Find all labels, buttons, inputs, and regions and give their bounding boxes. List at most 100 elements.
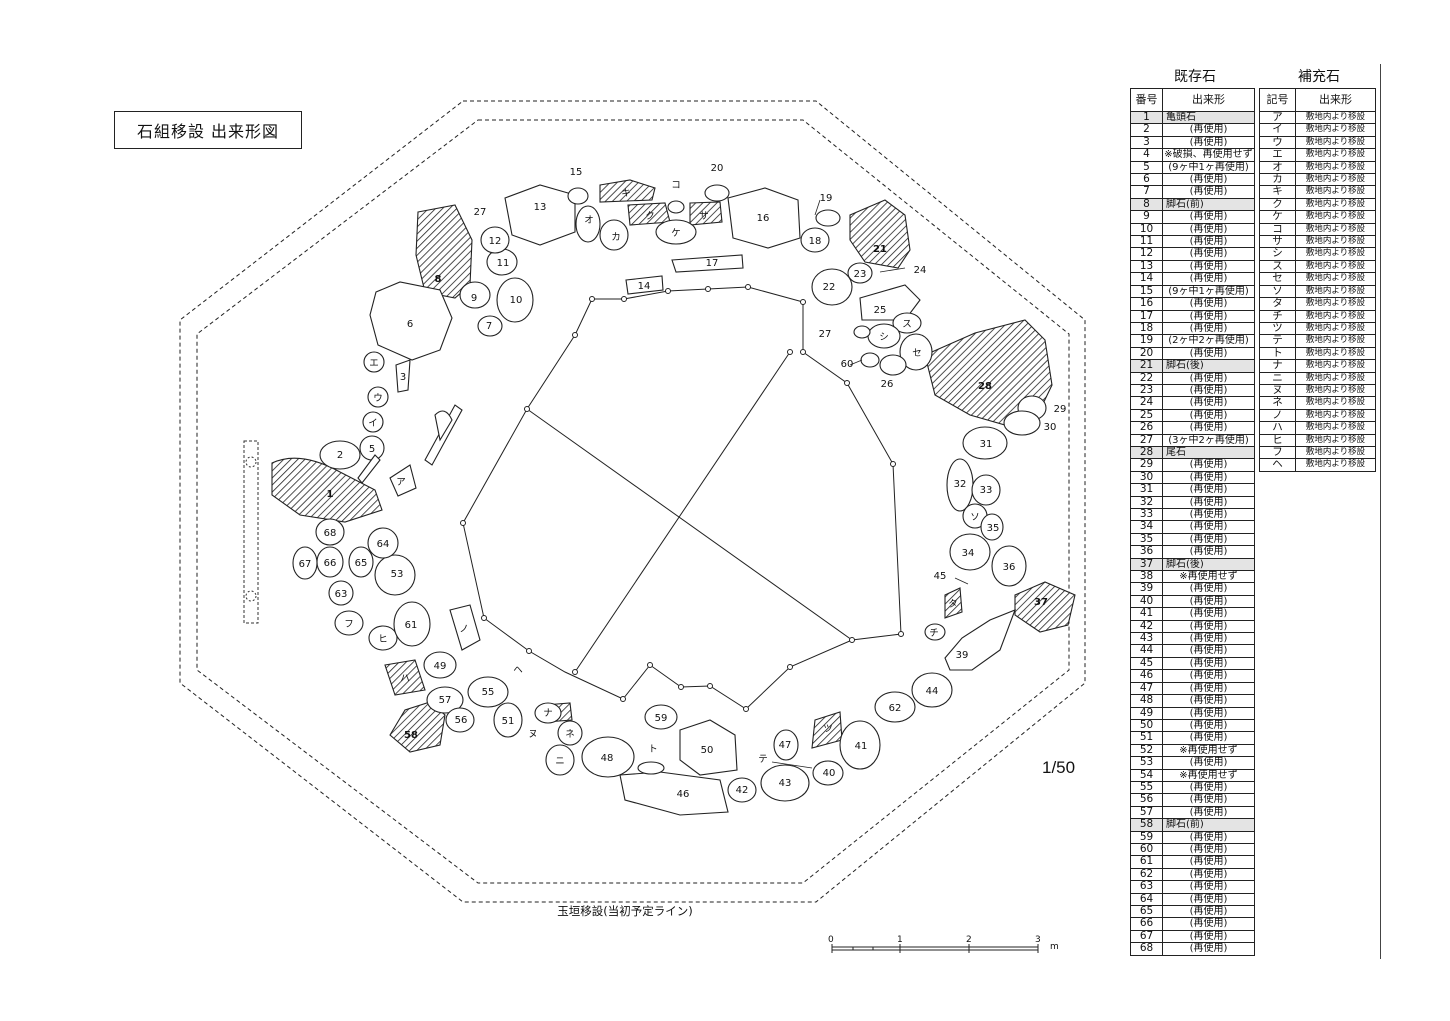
stone-60 <box>860 352 880 368</box>
label-9: 9 <box>471 293 477 304</box>
stone-status: 敷地内より移設 <box>1295 396 1376 410</box>
table-row: セ敷地内より移設 <box>1259 272 1376 286</box>
stone-status: (再使用) <box>1162 904 1255 919</box>
stone-number: 68 <box>1130 942 1163 956</box>
stone-no <box>449 604 481 651</box>
table-row: 16(再使用) <box>1130 297 1255 311</box>
stone-number: 61 <box>1130 855 1163 869</box>
table-row: 52※再使用せず <box>1130 743 1255 758</box>
table-row: 19(2ヶ中2ヶ再使用) <box>1130 334 1255 348</box>
label-13: 13 <box>534 202 547 213</box>
table-row: ス敷地内より移設 <box>1259 259 1376 274</box>
label-16: 16 <box>757 213 770 224</box>
label-50: 50 <box>701 745 714 756</box>
label-46: 46 <box>677 789 690 800</box>
stone-number: 29 <box>1130 458 1163 472</box>
stone-48 <box>581 736 635 778</box>
label-36: 36 <box>1003 562 1016 573</box>
stone-number: 43 <box>1130 632 1163 646</box>
table-row: 35(再使用) <box>1130 532 1255 547</box>
table-row: 26(再使用) <box>1130 421 1255 435</box>
label-32: 32 <box>954 479 967 490</box>
stone-status: (再使用) <box>1162 222 1255 237</box>
stone-number: 25 <box>1130 408 1163 423</box>
stone-67 <box>292 546 318 580</box>
table-row: タ敷地内より移設 <box>1259 297 1376 311</box>
label-2: 2 <box>337 450 343 461</box>
stone-ka <box>599 219 629 251</box>
stone-number: 16 <box>1130 297 1163 311</box>
stone-14 <box>625 275 664 295</box>
stone-status: (再使用) <box>1162 123 1255 137</box>
stone-status: (3ヶ中2ヶ再使用) <box>1162 433 1255 447</box>
label-48: 48 <box>601 753 614 764</box>
stone-12 <box>480 226 510 254</box>
hatched-stones <box>271 179 1076 753</box>
label-fu: フ <box>344 619 354 630</box>
label-39: 39 <box>956 650 969 661</box>
stone-symbol: セ <box>1259 272 1296 286</box>
stone-ni <box>545 744 575 776</box>
stone-status: 敷地内より移設 <box>1295 123 1376 137</box>
label-shi: シ <box>879 332 889 343</box>
label-61: 61 <box>405 620 418 631</box>
table-row: ク敷地内より移設 <box>1259 197 1376 212</box>
stone-4 <box>434 410 453 442</box>
stone-status: (再使用) <box>1162 582 1255 596</box>
label-19: 19 <box>820 193 833 204</box>
label-a: ア <box>396 477 406 488</box>
scale-unit: m <box>1050 942 1059 952</box>
label-te: テ <box>758 754 768 765</box>
stone-status: (再使用) <box>1162 681 1255 696</box>
stone-status: (再使用) <box>1162 731 1255 745</box>
stone-number: 4 <box>1130 148 1163 162</box>
stone-symbol: ナ <box>1259 359 1296 373</box>
label-57: 57 <box>439 695 452 706</box>
stone-53 <box>374 554 416 596</box>
stone-status: 敷地内より移設 <box>1295 148 1376 162</box>
stone-status: (再使用) <box>1162 532 1255 547</box>
label-ku: ク <box>645 211 655 222</box>
stone-number: 11 <box>1130 235 1163 249</box>
label-10: 10 <box>510 295 523 306</box>
table-row: 2(再使用) <box>1130 123 1255 137</box>
stone-6 <box>369 281 453 361</box>
stone-symbol: エ <box>1259 148 1296 162</box>
stone-status: (再使用) <box>1162 855 1255 869</box>
stone-status: 敷地内より移設 <box>1295 210 1376 224</box>
perimeter-caption: 玉垣移設(当初予定ライン) <box>557 904 693 918</box>
scale-ratio: 1/50 <box>1042 758 1076 777</box>
stone-status: (再使用) <box>1162 321 1255 336</box>
stone-bar-small <box>357 454 381 484</box>
label-e: エ <box>369 358 379 369</box>
scale-tick-1: 1 <box>897 935 903 945</box>
stone-e <box>363 351 385 373</box>
stone-status: (再使用) <box>1162 396 1255 410</box>
label-55: 55 <box>482 687 495 698</box>
stone-symbol: テ <box>1259 334 1296 348</box>
stone-number: 39 <box>1130 582 1163 596</box>
stone-number: 40 <box>1130 594 1163 609</box>
label-43: 43 <box>779 778 792 789</box>
stone-status: 敷地内より移設 <box>1295 259 1376 274</box>
stone-status: (再使用) <box>1162 173 1255 187</box>
stone-number: 46 <box>1130 669 1163 683</box>
table-row: ト敷地内より移設 <box>1259 346 1376 361</box>
stone-number: 59 <box>1130 830 1163 844</box>
stone-status: 敷地内より移設 <box>1295 160 1376 175</box>
stone-status: (再使用) <box>1162 880 1255 894</box>
left-stone-strip <box>243 440 259 624</box>
stone-symbol: ハ <box>1259 421 1296 435</box>
table-row: ヒ敷地内より移設 <box>1259 433 1376 447</box>
stone-59 <box>644 704 678 730</box>
label-12: 12 <box>489 236 502 247</box>
table-row: 39(再使用) <box>1130 582 1255 596</box>
label-63: 63 <box>335 589 348 600</box>
label-ki: キ <box>621 188 631 199</box>
stone-status: (再使用) <box>1162 470 1255 485</box>
stone-44 <box>911 672 953 708</box>
stone-status: (再使用) <box>1162 892 1255 907</box>
stone-number: 14 <box>1130 272 1163 286</box>
